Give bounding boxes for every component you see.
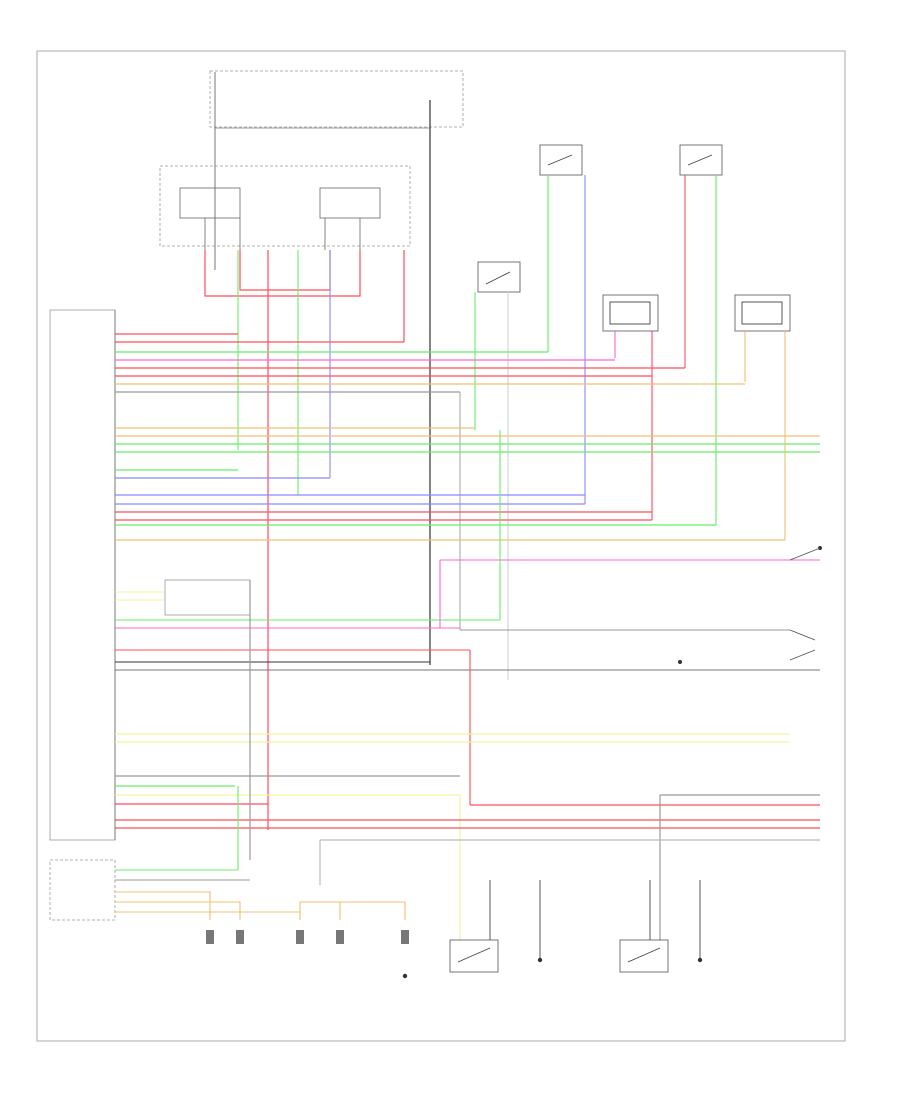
diagram-frame xyxy=(36,50,846,1042)
lower-left-module xyxy=(49,859,116,921)
component-top-right xyxy=(679,144,723,176)
sub-control-module xyxy=(164,579,251,616)
component-top-center xyxy=(539,144,583,176)
component-mid-right-a xyxy=(602,294,659,332)
ground-switch-left xyxy=(449,939,499,973)
relay-contacts xyxy=(179,187,381,250)
bottom-connectors xyxy=(206,930,409,944)
component-mid-right-b xyxy=(734,294,791,332)
fuse-relay-box xyxy=(209,70,464,128)
ground-symbols xyxy=(402,546,822,979)
main-control-module xyxy=(49,309,116,841)
component-center xyxy=(477,261,521,293)
ground-switch-right xyxy=(619,939,669,973)
headlamp-relay-block xyxy=(159,165,411,247)
bus-wires xyxy=(115,333,820,630)
